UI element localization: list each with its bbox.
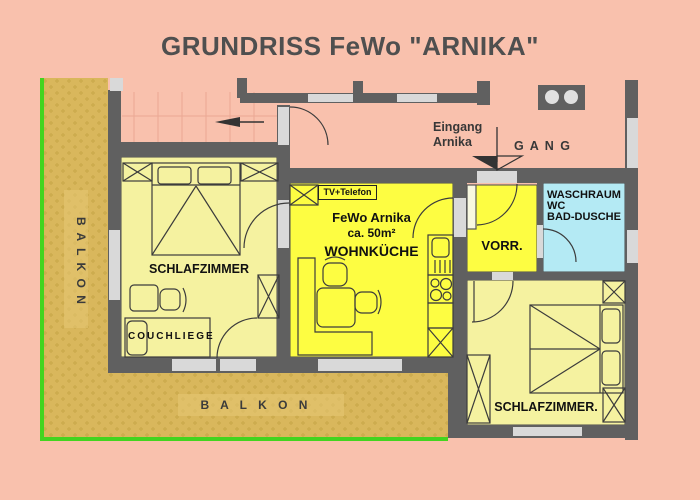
couch-icon bbox=[124, 317, 211, 358]
balcony-label-strip-left bbox=[64, 190, 88, 328]
washroom-door-icon bbox=[542, 228, 577, 263]
stairwell-door-icon bbox=[289, 106, 329, 146]
double-outlet-icon bbox=[538, 85, 585, 110]
window-openings bbox=[109, 78, 638, 436]
stove-icon bbox=[427, 274, 454, 304]
entrance-arrow-icon bbox=[472, 127, 525, 172]
vestibule-floor bbox=[466, 184, 538, 273]
bedroom-right-door-icon bbox=[471, 280, 514, 323]
living-kitchen-furniture bbox=[289, 184, 454, 358]
double-bed-icon bbox=[151, 162, 241, 256]
entrance-label: Eingang Arnika bbox=[433, 120, 482, 150]
entrance-label-line2: Arnika bbox=[433, 135, 472, 149]
wardrobe-icon bbox=[466, 354, 491, 424]
entrance-label-line1: Eingang bbox=[433, 120, 483, 134]
balcony-left-label: B A L K O N bbox=[74, 216, 88, 306]
corner-bench-icon bbox=[297, 257, 373, 356]
balcony-door-icon bbox=[216, 317, 258, 359]
page-title: GRUNDRISS FeWo "ARNIKA" bbox=[160, 31, 539, 61]
bedroom-right-furniture bbox=[466, 280, 626, 424]
washroom-labels: WASCHRAUM WC BAD-DUSCHE bbox=[547, 190, 621, 223]
couch-label: COUCHLIEGE bbox=[128, 331, 215, 342]
vestibule-label: VORR. bbox=[481, 238, 523, 253]
chair-icon bbox=[354, 289, 382, 315]
bedroom-right-floor bbox=[466, 279, 626, 426]
fridge-icon bbox=[427, 327, 454, 358]
wardrobe-icon bbox=[257, 274, 280, 319]
bedroom-left-door-icon bbox=[243, 202, 290, 249]
apartment-name-label: FeWo Arnika bbox=[332, 210, 411, 225]
stair-direction-arrow-icon bbox=[215, 117, 264, 127]
bedroom-left-label: SCHLAFZIMMER bbox=[149, 262, 249, 276]
tv-telefon-label: TV+Telefon bbox=[318, 185, 377, 200]
wardrobe-icon bbox=[602, 387, 626, 423]
balcony-label-strip-bottom bbox=[178, 394, 344, 416]
washroom-label-line3: BAD-DUSCHE bbox=[547, 211, 621, 223]
bedroom-left-furniture bbox=[122, 162, 280, 358]
living-kitchen-floor bbox=[289, 182, 454, 358]
staircase bbox=[122, 92, 277, 142]
entrance-door-icon bbox=[476, 183, 518, 226]
hallway-label: G A N G bbox=[514, 139, 572, 153]
bedroom-right-label: SCHLAFZIMMER. bbox=[494, 400, 598, 414]
entrance-door-panel bbox=[466, 184, 477, 230]
washroom-label-line2: WC bbox=[547, 200, 566, 212]
balcony-green-edge bbox=[40, 78, 448, 441]
apartment-size-label: ca. 50m² bbox=[347, 226, 396, 240]
wardrobe-icon bbox=[240, 162, 279, 182]
door-swings bbox=[216, 106, 577, 359]
washroom-label-line1: WASCHRAUM bbox=[547, 189, 621, 201]
wardrobe-icon bbox=[602, 280, 626, 304]
chair-icon bbox=[159, 287, 187, 313]
living-kitchen-labels: FeWo Arnika ca. 50m² WOHNKÜCHE bbox=[290, 210, 453, 259]
washroom-floor bbox=[542, 182, 626, 273]
kitchen-door-icon bbox=[412, 197, 454, 239]
bedroom-left-floor bbox=[120, 156, 278, 358]
living-kitchen-label: WOHNKÜCHE bbox=[324, 243, 419, 259]
table-icon bbox=[129, 284, 159, 312]
double-bed-icon bbox=[529, 304, 624, 394]
balcony-bottom-label: B A L K O N bbox=[200, 398, 312, 412]
chair-icon bbox=[322, 256, 348, 287]
